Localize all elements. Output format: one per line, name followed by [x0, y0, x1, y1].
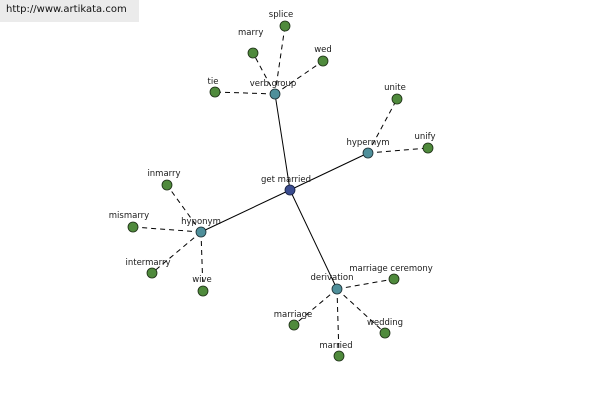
group-node-verb-group[interactable]: verb group	[250, 79, 297, 100]
edge-verb-group-marry	[252, 52, 276, 95]
center-node-dot[interactable]	[284, 184, 296, 196]
leaf-node-inmarry-label: inmarry	[147, 169, 180, 179]
leaf-node-wive[interactable]: wive	[192, 275, 212, 297]
leaf-node-marriage-ceremony[interactable]: marriage ceremony	[349, 264, 433, 285]
leaf-node-marriage[interactable]: marriage	[274, 310, 313, 331]
leaf-node-splice-dot[interactable]	[279, 20, 291, 32]
leaf-node-inmarry-dot[interactable]	[161, 179, 173, 191]
leaf-node-wed-label: wed	[314, 45, 332, 55]
leaf-node-mismarry[interactable]: mismarry	[109, 211, 149, 233]
leaf-node-marriage-label: marriage	[274, 310, 313, 320]
edge-center-hypernym	[289, 152, 369, 191]
leaf-node-splice-label: splice	[269, 10, 293, 20]
leaf-node-wedding[interactable]: wedding	[367, 318, 403, 339]
leaf-node-married[interactable]: married	[319, 341, 353, 362]
edge-derivation-marriage-ceremony	[336, 278, 395, 290]
group-node-derivation-dot[interactable]	[331, 283, 343, 295]
group-node-hypernym[interactable]: hypernym	[346, 138, 390, 159]
leaf-node-wedding-dot[interactable]	[379, 327, 391, 339]
edge-hypernym-unify	[367, 147, 429, 154]
leaf-node-intermarry[interactable]: intermarry	[125, 258, 171, 279]
center-node[interactable]: get married	[261, 175, 311, 196]
leaf-node-inmarry[interactable]: inmarry	[147, 169, 181, 191]
group-node-hyponym-dot[interactable]	[195, 226, 207, 238]
graph-edges	[132, 25, 429, 357]
edge-hypernym-unite	[367, 98, 398, 154]
leaf-node-intermarry-dot[interactable]	[146, 267, 158, 279]
edge-derivation-marriage	[293, 288, 338, 326]
group-node-hypernym-dot[interactable]	[362, 147, 374, 159]
edge-hyponym-mismarry	[132, 226, 202, 233]
group-node-hypernym-label: hypernym	[346, 138, 389, 148]
leaf-node-marriage-ceremony-label: marriage ceremony	[349, 264, 433, 274]
edge-verb-group-tie	[214, 91, 276, 95]
group-node-verb-group-label: verb group	[250, 79, 297, 89]
edge-hyponym-intermarry	[151, 231, 202, 274]
leaf-node-marry[interactable]: marry	[238, 28, 263, 59]
leaf-node-married-label: married	[319, 341, 352, 351]
leaf-node-mismarry-dot[interactable]	[127, 221, 139, 233]
site-url-banner[interactable]: http://www.artikata.com	[0, 0, 139, 22]
edge-center-derivation	[289, 189, 338, 290]
leaf-node-tie-dot[interactable]	[209, 86, 221, 98]
edge-hyponym-inmarry	[166, 184, 202, 233]
leaf-node-tie[interactable]: tie	[208, 77, 221, 98]
leaf-node-unify-dot[interactable]	[422, 142, 434, 154]
center-node-label: get married	[261, 175, 311, 185]
leaf-node-wive-label: wive	[192, 275, 212, 285]
leaf-node-unify-label: unify	[414, 132, 435, 142]
leaf-node-intermarry-label: intermarry	[125, 258, 170, 268]
edge-hyponym-wive	[200, 231, 204, 292]
leaf-node-unify[interactable]: unify	[414, 132, 436, 154]
group-node-derivation[interactable]: derivation	[310, 273, 354, 295]
leaf-node-marry-dot[interactable]	[247, 47, 259, 59]
leaf-node-wed[interactable]: wed	[314, 45, 332, 67]
group-node-hyponym[interactable]: hyponym	[181, 217, 221, 238]
leaf-node-unite[interactable]: unite	[384, 83, 406, 105]
edge-verb-group-wed	[274, 60, 324, 95]
edge-center-hyponym	[200, 189, 291, 233]
group-node-verb-group-dot[interactable]	[269, 88, 281, 100]
leaf-node-tie-label: tie	[208, 77, 219, 87]
edge-verb-group-splice	[274, 25, 286, 95]
leaf-node-mismarry-label: mismarry	[109, 211, 149, 221]
leaf-node-marriage-dot[interactable]	[288, 319, 300, 331]
leaf-node-wive-dot[interactable]	[197, 285, 209, 297]
leaf-node-wed-dot[interactable]	[317, 55, 329, 67]
graph-nodes: get married verb group hypernym hyponym deri…	[109, 10, 436, 362]
leaf-node-splice[interactable]: splice	[269, 10, 293, 32]
edge-derivation-married	[336, 288, 340, 357]
edge-derivation-wedding	[336, 288, 386, 334]
group-node-hyponym-label: hyponym	[181, 217, 221, 227]
leaf-node-unite-dot[interactable]	[391, 93, 403, 105]
leaf-node-wedding-label: wedding	[367, 318, 403, 328]
leaf-node-unite-label: unite	[384, 83, 406, 93]
leaf-node-married-dot[interactable]	[333, 350, 345, 362]
leaf-node-marry-label: marry	[238, 28, 263, 38]
group-node-derivation-label: derivation	[310, 273, 353, 283]
leaf-node-marriage-ceremony-dot[interactable]	[388, 273, 400, 285]
edge-center-verb-group	[274, 93, 291, 191]
